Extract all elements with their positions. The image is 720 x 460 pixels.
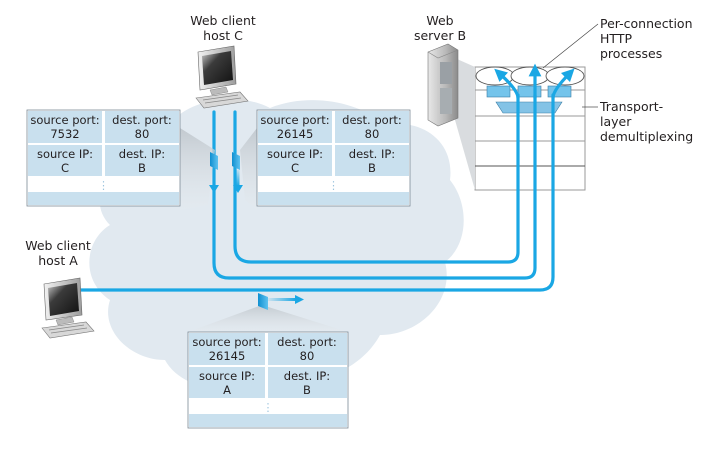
- cell-source-port: [28, 111, 102, 143]
- dest-ip-value: B: [138, 161, 146, 175]
- host-c-computer: Web client host C: [190, 13, 256, 109]
- host-a-label-line1: Web client: [25, 238, 91, 253]
- socket-box-1: [486, 85, 511, 98]
- dest-ip-value: B: [303, 383, 311, 397]
- http-processes-label-line2: HTTP: [600, 31, 632, 46]
- dest-ip-label: dest. IP:: [349, 147, 395, 161]
- connection-c-26145: [233, 93, 520, 264]
- packet-c-7532: [209, 152, 219, 193]
- demux-label-line2: layer: [600, 114, 632, 129]
- server-tower-icon: [427, 43, 459, 127]
- source-port-value: 26145: [209, 349, 246, 363]
- cell-source-ip: [258, 145, 332, 176]
- connection-a-26145: [78, 93, 555, 292]
- packet-a-26145: [258, 293, 304, 310]
- demux-box: [495, 101, 563, 114]
- segment-host-a-port-26145: source port: 26145 dest. port: 80 source…: [187, 331, 349, 429]
- segment-host-c-port-26145: source port: 26145 dest. port: 80 source…: [256, 109, 411, 207]
- cell-trailer: [189, 414, 347, 427]
- desktop-computer-icon: [41, 277, 95, 339]
- cell-trailer: [258, 192, 409, 205]
- cell-dest-ip: [268, 367, 347, 398]
- desktop-computer-icon: [195, 45, 249, 109]
- segment-shadow-right: [240, 128, 257, 210]
- segment-shadow-left: [180, 128, 215, 210]
- dest-ip-value: B: [368, 161, 376, 175]
- demux-label-line1: Transport-: [599, 99, 663, 114]
- source-port-value: 26145: [277, 127, 314, 141]
- demux-label-line3: demultiplexing: [600, 129, 693, 144]
- source-port-label: source port:: [192, 335, 261, 349]
- host-c-label-line1: Web client: [190, 13, 256, 28]
- host-a-label-line2: host A: [38, 253, 78, 268]
- connections: [78, 63, 575, 292]
- source-ip-value: C: [61, 161, 69, 175]
- connection-c-7532: [212, 93, 537, 280]
- dest-ip-label: dest. IP:: [119, 147, 165, 161]
- continuation-ellipsis: ⋮: [328, 179, 339, 192]
- continuation-ellipsis: ⋮: [98, 179, 109, 192]
- source-ip-label: source IP:: [37, 147, 93, 161]
- cell-dest-port: [268, 333, 347, 365]
- cell-source-ip: [189, 367, 265, 398]
- host-a-computer: Web client host A: [25, 238, 95, 339]
- cell-source-port: [189, 333, 265, 365]
- demux-fanout-1: [494, 68, 520, 100]
- demux-fanout-3: [551, 68, 575, 100]
- dest-port-label: dest. port:: [277, 335, 337, 349]
- cell-source-port: [258, 111, 332, 143]
- dest-port-value: 80: [135, 127, 150, 141]
- http-processes-leader-line: [542, 23, 599, 69]
- source-port-label: source port:: [260, 113, 329, 127]
- cell-dest-ip: [105, 145, 179, 176]
- http-processes-label-line3: processes: [600, 46, 662, 61]
- dest-port-label: dest. port:: [112, 113, 172, 127]
- cell-trailer: [28, 192, 179, 205]
- server-b-label-line2: server B: [414, 28, 466, 43]
- socket-box-2: [517, 85, 542, 98]
- host-c-label-line2: host C: [203, 28, 243, 43]
- source-port-label: source port:: [30, 113, 99, 127]
- http-process-2: [510, 66, 550, 86]
- cell-dest-port: [105, 111, 179, 143]
- segment-host-c-port-7532: source port: 7532 dest. port: 80 source …: [26, 109, 181, 207]
- source-port-value: 7532: [50, 127, 79, 141]
- continuation-ellipsis: ⋮: [263, 401, 274, 414]
- source-ip-value: A: [223, 383, 231, 397]
- segment-shadow-bottom: [188, 305, 348, 332]
- dest-port-label: dest. port:: [342, 113, 402, 127]
- cell-dest-port: [335, 111, 409, 143]
- packet-c-26145: [232, 152, 243, 193]
- server-protocol-stack: [474, 66, 586, 191]
- dest-port-value: 80: [365, 127, 380, 141]
- source-ip-label: source IP:: [267, 147, 323, 161]
- dest-ip-label: dest. IP:: [284, 369, 330, 383]
- http-processes-label-line1: Per-connection: [600, 16, 693, 31]
- cell-source-ip: [28, 145, 102, 176]
- dest-port-value: 80: [300, 349, 315, 363]
- server-b-label-line1: Web: [426, 13, 453, 28]
- source-ip-label: source IP:: [199, 369, 255, 383]
- cell-dest-ip: [335, 145, 409, 176]
- source-ip-value: C: [291, 161, 299, 175]
